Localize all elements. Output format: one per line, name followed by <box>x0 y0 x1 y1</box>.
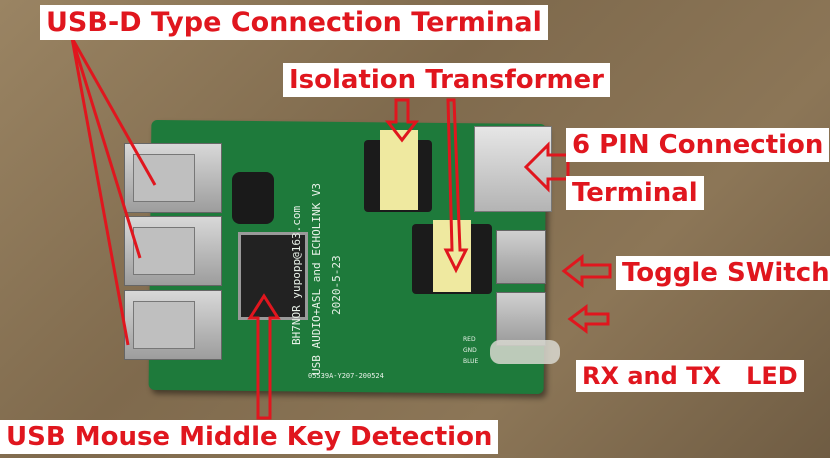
usb-port-3 <box>124 290 222 360</box>
arrow-mouse-key <box>247 293 281 420</box>
label-six-pin-2: Terminal <box>566 176 704 210</box>
label-toggle-switch: Toggle SWitch <box>616 256 830 290</box>
arrow-transformer-1 <box>384 98 420 143</box>
label-six-pin-1: 6 PIN Connection <box>566 128 830 162</box>
inductor <box>232 172 274 224</box>
toggle-switch-1 <box>496 230 546 284</box>
silk-board-code: 05539A-Y207-200524 <box>308 372 384 380</box>
usb-port-2 <box>124 216 222 286</box>
silk-led-labels: RED GND BLUE <box>463 334 478 367</box>
six-pin-connector <box>474 126 552 212</box>
led-label-blue: BLUE <box>463 358 479 365</box>
label-isolation-transformer: Isolation Transformer <box>283 63 611 97</box>
arrow-usb-1 <box>70 37 157 186</box>
arrow-toggle-2 <box>567 304 610 334</box>
led-label-red: RED <box>463 336 476 343</box>
arrow-toggle-1 <box>561 253 612 289</box>
label-mouse-key-detection: USB Mouse Middle Key Detection <box>0 420 499 454</box>
arrow-usb-2 <box>70 37 142 259</box>
arrow-usb-3 <box>70 37 130 346</box>
led-label-gnd: GND <box>463 347 477 354</box>
usb-chip <box>238 232 308 320</box>
label-usb-terminal: USB-D Type Connection Terminal <box>40 5 548 40</box>
transformer-1-bobbin <box>380 130 418 210</box>
label-rx-tx-led: RX and TX LED <box>576 360 804 392</box>
arrow-transformer-2 <box>443 98 469 274</box>
rgb-led <box>490 340 560 364</box>
arrow-six-pin <box>523 141 570 193</box>
toggle-switch-2 <box>496 292 546 346</box>
